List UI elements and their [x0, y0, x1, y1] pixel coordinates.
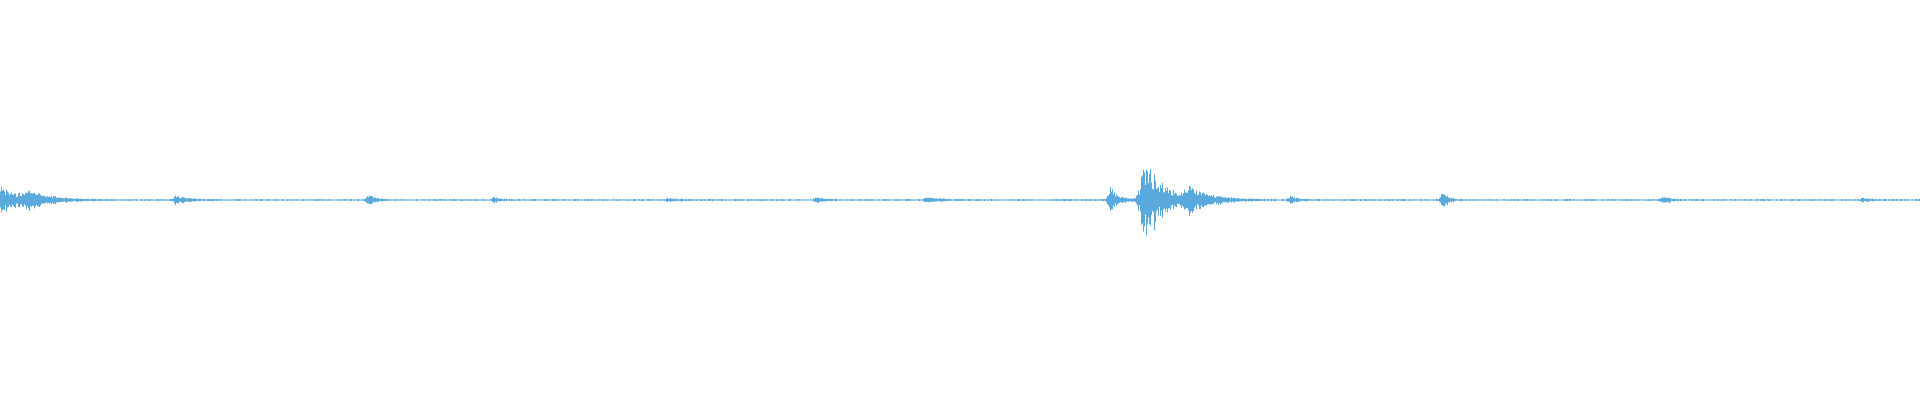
waveform-trace [0, 169, 1920, 236]
